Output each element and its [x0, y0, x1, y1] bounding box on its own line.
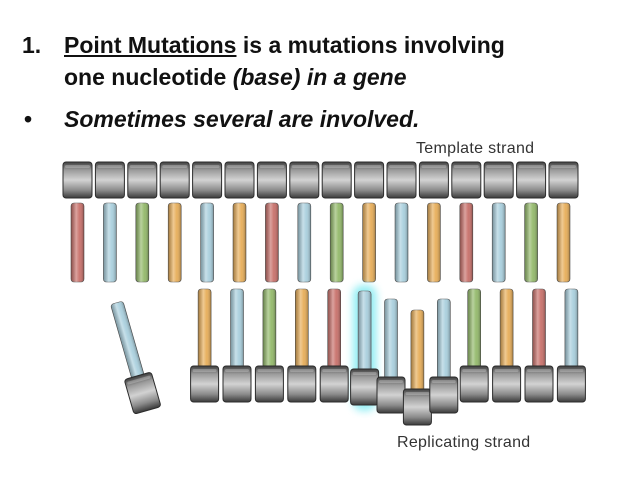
replicating-backbone-block: [350, 368, 380, 406]
replicating-backbone-block: [222, 365, 252, 403]
replicating-base: [564, 288, 579, 369]
template-backbone-block: [94, 161, 125, 199]
template-base: [362, 202, 376, 283]
replicating-base: [499, 288, 514, 369]
replicating-backbone-block: [254, 365, 284, 403]
template-backbone-block: [548, 161, 579, 199]
template-backbone-block: [159, 161, 190, 199]
replicating-backbone-block: [459, 365, 489, 403]
replicating-base: [262, 288, 277, 369]
point-1-line-2: one nucleotide (base) in a gene: [64, 62, 407, 92]
replicating-base: [197, 288, 212, 369]
template-base: [394, 202, 409, 283]
template-backbone-block: [451, 161, 482, 199]
free-nucleotide-backbone: [124, 372, 161, 415]
replicating-backbone-block: [524, 365, 554, 403]
replicating-base: [357, 290, 372, 373]
replicating-base: [294, 288, 309, 369]
replicating-backbone-block: [402, 388, 432, 426]
template-base: [427, 202, 441, 283]
template-base: [200, 202, 214, 283]
replicating-base: [384, 298, 398, 381]
point-1-line-2-plain: one nucleotide: [64, 64, 233, 90]
point-1-line-1: 1.: [22, 30, 41, 60]
template-backbone-block: [192, 161, 223, 199]
bullet-text: Sometimes several are involved.: [64, 106, 420, 130]
template-base: [265, 202, 279, 283]
template-backbone-block: [127, 161, 158, 199]
template-backbone-block: [483, 161, 514, 199]
replicating-base: [410, 309, 425, 393]
point-1-rest: is a mutations involving: [236, 32, 505, 58]
free-nucleotide-unit: [110, 301, 161, 415]
replicating-backbone-block: [376, 376, 406, 414]
template-base: [167, 202, 182, 283]
template-backbone-block: [256, 161, 287, 199]
template-base: [297, 202, 312, 283]
replicating-backbone-block: [287, 365, 317, 403]
template-backbone-block: [418, 161, 449, 199]
replicating-backbone-block: [429, 376, 459, 414]
replicating-base: [467, 288, 482, 369]
free-nucleotide-base: [110, 301, 145, 380]
dna-replication-diagram: Template strand Replicating strand: [62, 140, 586, 451]
point-1-text: Point Mutations is a mutations involving: [64, 30, 505, 60]
template-base: [491, 202, 506, 283]
template-base: [232, 202, 247, 283]
template-strand-label: Template strand: [416, 140, 534, 157]
replicating-backbone-block: [556, 365, 586, 403]
bullet-marker: •: [24, 104, 32, 130]
replicating-base: [532, 288, 546, 369]
template-base: [103, 202, 117, 283]
replicating-base: [230, 288, 244, 369]
point-mutations-term: Point Mutations: [64, 32, 237, 58]
replicating-backbone-block: [319, 365, 349, 403]
template-backbone-block: [354, 161, 385, 199]
template-backbone-block: [289, 161, 320, 199]
bullet-dot: •: [24, 106, 33, 130]
replicating-base: [436, 298, 451, 381]
template-base: [329, 202, 344, 283]
free-nucleotide: [110, 301, 161, 415]
template-base: [70, 202, 85, 283]
template-base: [556, 202, 571, 283]
template-base: [459, 202, 474, 283]
template-base: [135, 202, 150, 283]
template-backbone-block: [224, 161, 255, 199]
template-backbone: [62, 161, 579, 199]
template-backbone-block: [62, 161, 93, 199]
slide-text: 1. Point Mutations is a mutations involv…: [0, 0, 638, 130]
replicating-backbone: [190, 365, 586, 426]
replicating-strand-label: Replicating strand: [397, 434, 530, 451]
point-1-line-2-italic: (base) in a gene: [232, 64, 407, 90]
template-backbone-block: [386, 161, 417, 199]
replicating-base: [327, 288, 342, 369]
replicating-backbone-block: [190, 365, 220, 403]
template-backbone-block: [321, 161, 352, 199]
point-1-number: 1.: [22, 32, 42, 58]
template-bases: [70, 202, 571, 283]
replicating-backbone-block: [492, 365, 522, 403]
template-base: [524, 202, 538, 283]
template-backbone-block: [516, 161, 547, 199]
